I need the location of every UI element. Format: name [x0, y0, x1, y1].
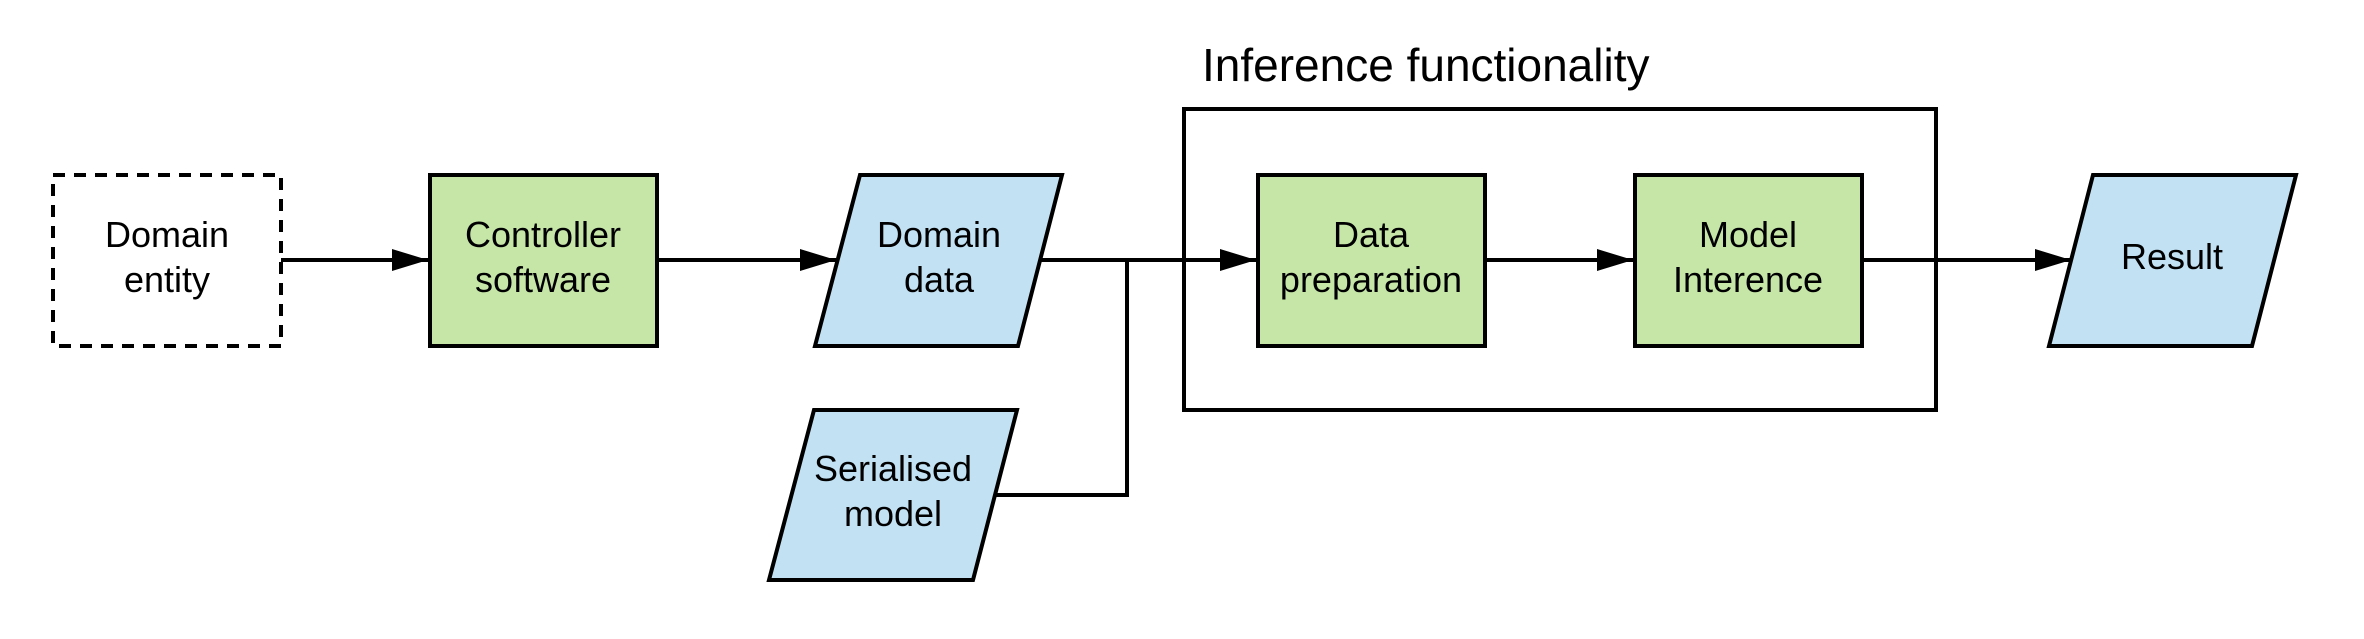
domain-data-shape: [812, 173, 1065, 348]
data-preparation-label-line2: preparation: [1280, 259, 1462, 300]
model-interence-box: [1633, 173, 1864, 348]
domain-entity-node: Domain entity: [51, 173, 283, 348]
domain-data-node: Domain data: [812, 173, 1065, 348]
domain-entity-box: [51, 173, 283, 348]
result-shape: [2046, 173, 2299, 348]
model-interence-label-line2: Interence: [1673, 259, 1823, 300]
connectors: [281, 249, 2071, 497]
inference-functionality-title: Inference functionality: [1202, 39, 1650, 91]
result-node: Result: [2046, 173, 2299, 348]
controller-software-label-line1: Controller: [465, 214, 621, 255]
controller-software-label-line2: software: [475, 259, 611, 300]
controller-software-node: Controller software: [428, 173, 659, 348]
model-interence-node: Model Interence: [1633, 173, 1864, 348]
domain-data-label-line1: Domain: [877, 214, 1001, 255]
serialised-model-label-line2: model: [844, 493, 942, 534]
serialised-model-shape: [766, 408, 1020, 582]
serialised-model-label-line1: Serialised: [814, 448, 972, 489]
domain-data-label-line2: data: [904, 259, 975, 300]
data-preparation-label-line1: Data: [1333, 214, 1410, 255]
domain-entity-label-line1: Domain: [105, 214, 229, 255]
data-preparation-box: [1256, 173, 1487, 348]
domain-entity-label-line2: entity: [124, 259, 210, 300]
serialised-model-node: Serialised model: [766, 408, 1020, 582]
model-interence-label-line1: Model: [1699, 214, 1797, 255]
controller-software-box: [428, 173, 659, 348]
data-preparation-node: Data preparation: [1256, 173, 1487, 348]
connector-serialised-model-to-main-line: [995, 260, 1129, 497]
result-label: Result: [2121, 236, 2223, 277]
